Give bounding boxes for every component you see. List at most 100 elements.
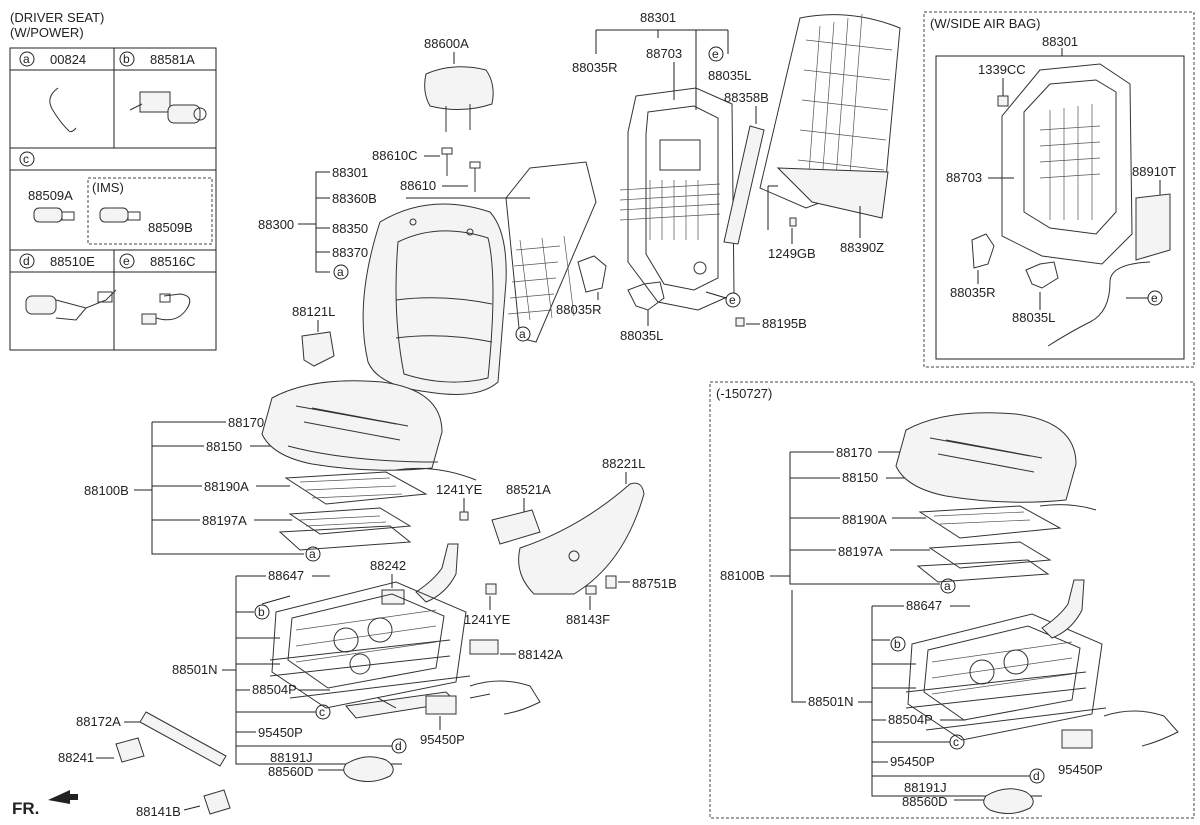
screw-1-label: 1241YE [436,482,483,497]
rod-icon [723,125,765,245]
switch-label: 88560D [268,764,314,779]
cap-2-label: 88141B [136,804,181,819]
screw-1-icon [459,511,469,521]
side-airbag-frame-label: 88301 [1042,34,1078,49]
variant-callout-c: c [953,735,959,749]
cap-1-label: 88241 [58,750,94,765]
bracket-label: 88242 [370,558,406,573]
callout-b-main: b [258,605,265,619]
side-controls-group: 1241YE 88521A 88221L 88242 1241YE 88751B… [370,456,677,662]
hook-l-mid-label: 88035L [620,328,663,343]
seatback-heater-mat: a [505,161,597,343]
cushion-cover-label: 88170 [228,415,264,430]
cushion-leaders: 88170 88150 88100B 88190A 88197A a [84,415,321,562]
legend-c-part: 88509A [28,188,73,203]
legend-d-letter: d [23,254,30,268]
hook-l-icon [1025,261,1059,289]
variant-cushion-cover-label: 88170 [836,445,872,460]
side-airbag-bracket-label: 88703 [946,170,982,185]
side-airbag-title: (W/SIDE AIR BAG) [930,16,1041,31]
variant-title: (-150727) [716,386,772,401]
bracket-icon [381,589,405,605]
plate-label: 88197A [202,513,247,528]
side-cover-icon [518,482,645,595]
cushion-assy-label: 88100B [84,483,129,498]
legend-c-ims-label: (IMS) [92,180,124,195]
motor-gear-icon [25,289,117,321]
legend-e-letter: e [123,254,130,268]
variant-callout-d: d [1033,769,1040,783]
legend-a-part: 00824 [50,52,86,67]
screw-2-label: 1241YE [464,612,511,627]
seat-frame-track-group: 88647 b 88501N 88504P c 95450P d 88191J … [172,568,541,782]
guide-1-label: 88610C [372,148,418,163]
wire-clip-icon [49,87,77,133]
cushion-mats [278,467,477,551]
seatback-frame-airbag [1001,63,1133,265]
motor-icon [129,91,207,124]
side-airbag-screw-label: 1339CC [978,62,1026,77]
bolt-icon [789,217,797,227]
frame-label: 88647 [268,568,304,583]
hook-l-mid-icon [627,281,665,311]
motor-label: 88191J [270,750,313,765]
callout-a-cushion: a [309,547,316,561]
ims-motor-icon [99,207,141,223]
trim-strip-icon [139,711,227,767]
guide-1-icon [441,147,453,176]
side-airbag-label: 88910T [1132,164,1176,179]
hook-r-mid-icon [577,255,607,293]
legend-d-part: 88510E [50,254,95,269]
back-foam-label: 88370 [332,245,368,260]
variant-pad-label: 88150 [842,470,878,485]
legend-b-letter: b [123,52,130,66]
nut-b-label: 88195B [762,316,807,331]
airbag-harness [1047,261,1151,347]
variant-frame-label: 88647 [906,598,942,613]
callout-e-mid: e [729,293,736,307]
side-airbag-hook-l-label: 88035L [1012,310,1055,325]
front-direction-label: FR. [12,799,39,818]
shield-label: 88504P [252,682,297,697]
headrest-group: 88600A 88610C 88610 [372,36,494,193]
trim-group: 88172A 88241 88141B [58,711,231,819]
knob-b-label: 88751B [632,576,677,591]
callout-a-back: a [337,265,344,279]
back-board-label: 88390Z [840,240,884,255]
clip-icon [469,639,499,655]
legend-table: a 00824 b 88581A c 88509A (IMS) 88509B [9,47,217,351]
bracket-top-label: 88703 [646,46,682,61]
back-cover-label: 88360B [332,191,377,206]
variant-switch-dial-icon [983,788,1034,814]
knob-b-icon [605,575,617,589]
legend-e-part: 88516C [150,254,196,269]
module-1-label: 95450P [258,725,303,740]
seatback-frame [619,87,735,311]
diagram-title-line2: (W/POWER) [10,25,84,40]
headrest-icon [424,66,494,110]
module-1-icon [425,695,457,715]
variant-frame-drawing [905,579,1179,814]
airbag-module-icon [1135,193,1171,261]
side-airbag-callout-e: e [1151,291,1158,305]
cap-2-icon [203,789,231,815]
switch-assy-icon [491,509,541,545]
variant-module-2-label: 95450P [1058,762,1103,777]
side-airbag-variant-box: (W/SIDE AIR BAG) 88301 1339CC 88703 8891… [923,11,1195,368]
switch-dial-icon [343,756,394,782]
variant-mat-label: 88190A [842,512,887,527]
cable-clip-icon [415,543,459,603]
seatback-cushion [362,203,507,395]
backframe-top-group: 88301 88035R 88703 e 88035L [572,10,751,110]
switch-assy-label: 88521A [506,482,551,497]
cushion-top [261,380,443,471]
track-label: 88501N [172,662,218,677]
variant-box: (-150727) 88170 88150 88190A 88197A 8810… [709,381,1195,819]
diagram-title-line1: (DRIVER SEAT) [10,10,104,25]
back-assy-label: 88300 [258,217,294,232]
clip-label: 88142A [518,647,563,662]
cushion-pad-label: 88150 [206,439,242,454]
lumbar-support-icon [301,331,335,367]
back-pad-label: 88350 [332,221,368,236]
